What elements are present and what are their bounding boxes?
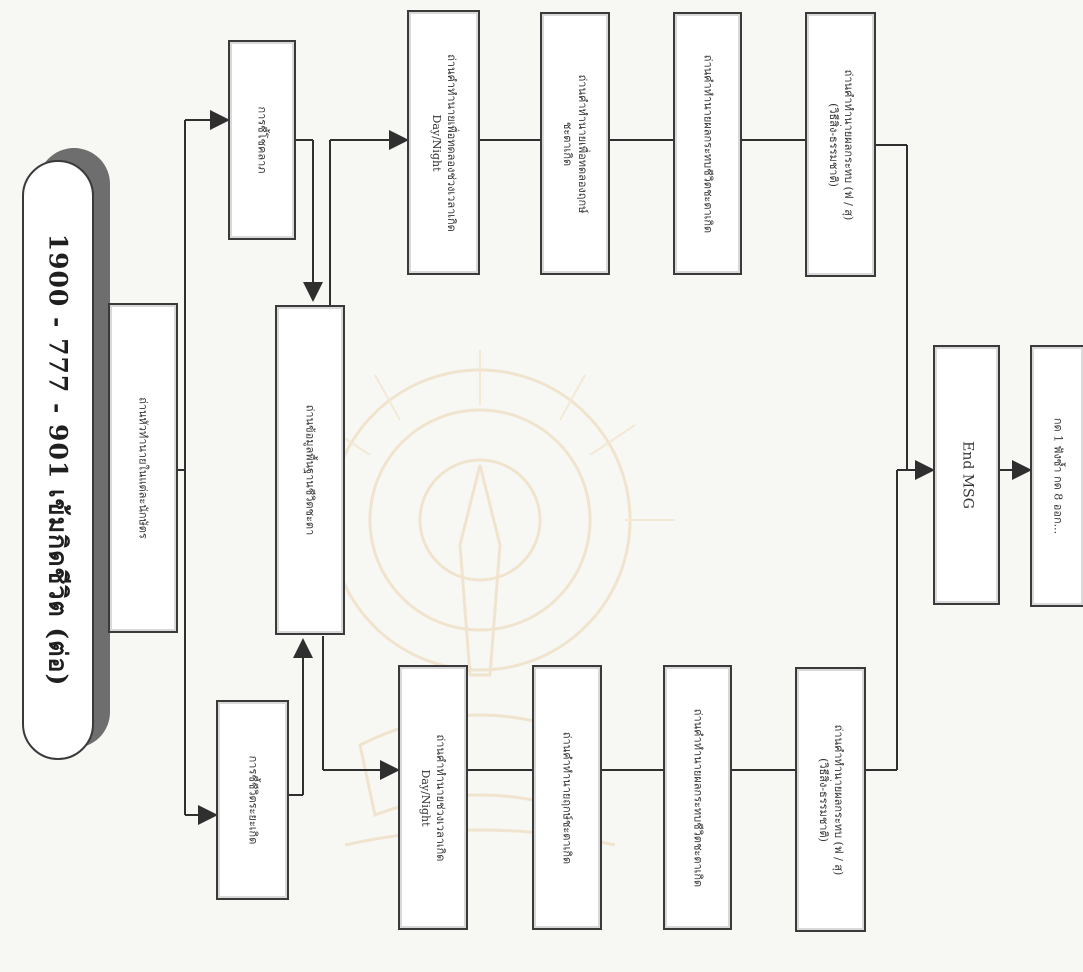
center-node: ถ่านข้อมูลพื้นฐานชีวิตชะตา [275, 305, 345, 635]
branch-bottom-label: การชี้ชีวิตระยะเกิด [246, 755, 259, 845]
top-col-label-2: ถ่านคำทำนายเพื่อทดลองฤกษ์ ชะตาเกิด [561, 74, 589, 213]
top-col-node-3: ถ่านคำทำนายผลกระทบชีวิตชะตาเกิด [673, 12, 742, 275]
top-col-label-3: ถ่านคำทำนายผลกระทบชีวิตชะตาเกิด [701, 54, 714, 233]
root-node: ถ่านหัวทำนายในแต่ละนักษัตร [108, 303, 178, 633]
top-col-node-1: ถ่านคำทำนายเพื่อทดลองช่วงเวลาเกิด Day/Ni… [407, 10, 480, 275]
final-node-label: กด 1 ฟังซ้ำ กด 8 ออก... [1051, 417, 1064, 535]
title-pill: 1900 - 777 - 901 เข้มกิดชีวิต (ต่อ) [22, 160, 94, 760]
top-col-label-4: ถ่านคำทำนายผลกระทบ (ฟ / สุ) (วิธีสิ่ง-ธร… [826, 69, 855, 220]
bottom-col-node-2: ถ่านคำทำนายฤกษ์ชะตาเกิด [532, 665, 602, 930]
branch-bottom-node: การชี้ชีวิตระยะเกิด [216, 700, 289, 900]
end-msg-label: End MSG [959, 441, 975, 509]
branch-top-node: การชี้โชคลาภ [228, 40, 296, 240]
top-col-node-4: ถ่านคำทำนายผลกระทบ (ฟ / สุ) (วิธีสิ่ง-ธร… [805, 12, 876, 277]
bottom-col-node-3: ถ่านคำทำนายผลกระทบชีวิตชะตาเกิด [663, 665, 732, 930]
bottom-col-label-2: ถ่านคำทำนายฤกษ์ชะตาเกิด [560, 731, 574, 864]
branch-top-label: การชี้โชคลาภ [255, 106, 269, 174]
title-text: 1900 - 777 - 901 เข้มกิดชีวิต (ต่อ) [43, 233, 73, 687]
root-node-label: ถ่านหัวทำนายในแต่ละนักษัตร [136, 397, 150, 539]
title-banner: 1900 - 777 - 901 เข้มกิดชีวิต (ต่อ) [22, 148, 110, 770]
bottom-col-label-1: ถ่านคำทำนายช่วงเวลาเกิด Day/Night [419, 734, 447, 861]
top-col-node-2: ถ่านคำทำนายเพื่อทดลองฤกษ์ ชะตาเกิด [540, 12, 610, 275]
bottom-col-label-4: ถ่านคำทำนายผลกระทบ (ฟ / สุ) (วิธีสิ่ง-ธร… [816, 724, 845, 875]
end-msg-node: End MSG [933, 345, 1000, 605]
top-col-label-1: ถ่านคำทำนายเพื่อทดลองช่วงเวลาเกิด Day/Ni… [429, 53, 458, 232]
bottom-col-node-1: ถ่านคำทำนายช่วงเวลาเกิด Day/Night [398, 665, 468, 930]
final-node: กด 1 ฟังซ้ำ กด 8 ออก... [1030, 345, 1083, 607]
bottom-col-node-4: ถ่านคำทำนายผลกระทบ (ฟ / สุ) (วิธีสิ่ง-ธร… [795, 667, 866, 932]
center-node-label: ถ่านข้อมูลพื้นฐานชีวิตชะตา [303, 404, 317, 536]
bottom-col-label-3: ถ่านคำทำนายผลกระทบชีวิตชะตาเกิด [691, 708, 704, 887]
